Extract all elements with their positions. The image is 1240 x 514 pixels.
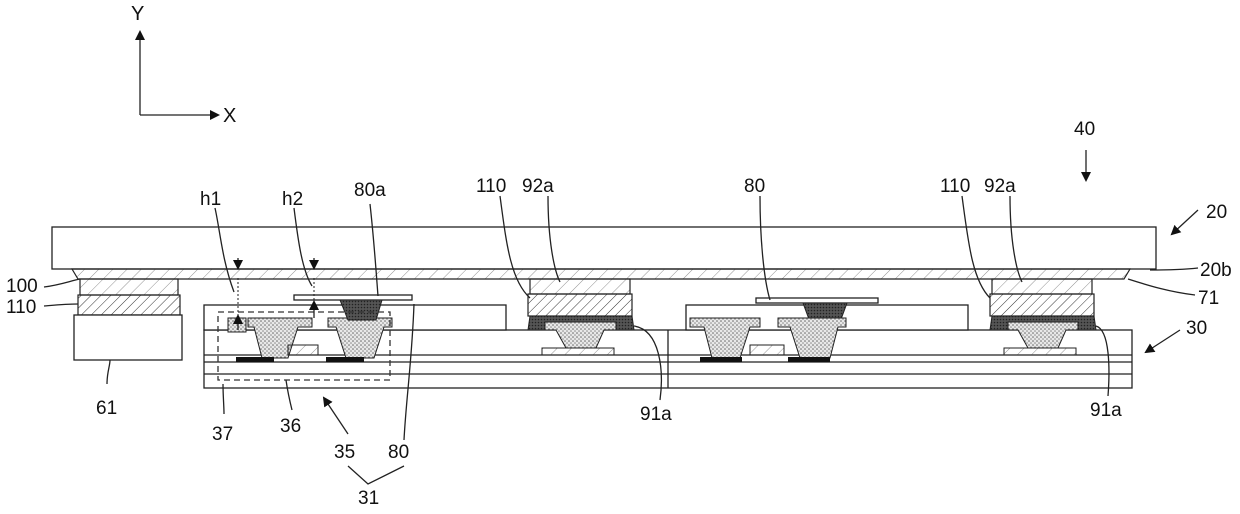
top-substrate-20 (52, 227, 1156, 269)
leader-30 (1146, 330, 1180, 352)
left-chip-stack (74, 279, 182, 360)
label-35: 35 (334, 442, 355, 463)
label-71: 71 (1198, 288, 1219, 309)
leader-20 (1172, 210, 1198, 234)
element-80a (294, 295, 412, 300)
tft-channel-left (288, 345, 318, 355)
label-80-top: 80 (744, 176, 765, 197)
label-110-mid: 110 (476, 176, 506, 197)
label-91a-mid: 91a (640, 404, 672, 425)
gate-left-2 (326, 357, 364, 362)
label-20: 20 (1206, 202, 1227, 223)
leader-20b (1150, 268, 1198, 270)
leader-35 (324, 398, 348, 434)
y-axis-label: Y (131, 3, 144, 25)
label-61: 61 (96, 398, 117, 419)
left-bump-small (228, 318, 246, 332)
label-h1: h1 (200, 189, 221, 210)
label-h2: h2 (282, 189, 303, 210)
bracket-31 (348, 466, 404, 484)
layer-20b (72, 269, 1130, 279)
label-40: 40 (1074, 119, 1095, 140)
leader-71 (1128, 279, 1195, 295)
leader-100 (44, 279, 80, 287)
axis-indicator: Y X (131, 3, 236, 127)
element-80 (756, 298, 878, 303)
label-36: 36 (280, 416, 301, 437)
layer-100 (80, 279, 178, 295)
label-110-right: 110 (940, 176, 970, 197)
lower-pad-right (1004, 348, 1076, 355)
gate-right-2 (788, 357, 830, 362)
label-92a-mid: 92a (522, 176, 554, 197)
tft-channel-right (750, 345, 784, 355)
contact-80a (340, 300, 382, 320)
label-110-left: 110 (6, 297, 36, 318)
label-100: 100 (6, 276, 38, 297)
lower-pad-mid (542, 348, 614, 355)
label-37: 37 (212, 424, 233, 445)
gate-left-1 (236, 357, 274, 362)
bump-110-right (990, 294, 1094, 316)
chip-61 (74, 315, 182, 360)
label-80a: 80a (354, 180, 386, 201)
leader-110-left (44, 304, 78, 306)
right-layer-100 (992, 279, 1092, 294)
label-91a-right: 91a (1090, 400, 1122, 421)
label-20b: 20b (1200, 260, 1232, 281)
label-31: 31 (358, 488, 379, 509)
leader-61 (107, 360, 110, 384)
label-92a-right: 92a (984, 176, 1016, 197)
mid-layer-100 (530, 279, 630, 294)
x-axis-label: X (223, 105, 236, 127)
label-30: 30 (1186, 318, 1207, 339)
gate-right-1 (700, 357, 742, 362)
bump-110-left (78, 295, 180, 315)
bump-110-mid (528, 294, 632, 316)
label-80-bottom: 80 (388, 442, 409, 463)
